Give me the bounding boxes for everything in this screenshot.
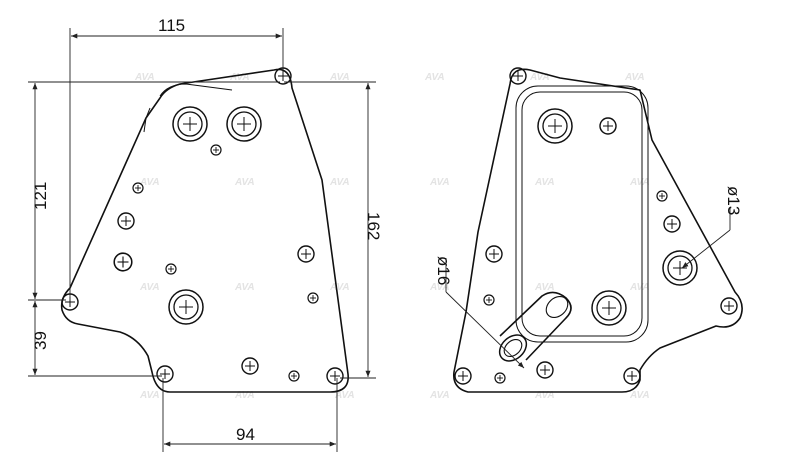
bolt-hole [297,245,315,263]
port-hole [226,106,262,142]
plate-port [591,290,627,326]
watermark: AVA [234,390,255,401]
port-hole [172,106,208,142]
watermark: AVA [234,177,255,188]
small-hole [494,372,506,384]
watermark: AVA [534,282,555,293]
watermark: AVA [429,282,450,293]
mounting-hole [720,297,738,315]
cooler-plate-inner [521,91,643,337]
watermark: AVA [329,72,350,83]
watermark: AVA [139,390,160,401]
cooler-plate-outer [515,85,649,343]
bolt-hole [663,215,681,233]
right-dimensions: ø16 ø13 [434,186,743,369]
watermark: AVA [424,72,445,83]
dimension-height-right: 162 [364,212,383,240]
dimension-diameter-port: ø13 [724,186,743,215]
watermark: AVA [624,72,645,83]
plate-port [537,108,573,144]
watermark: AVA [334,390,355,401]
small-hole [210,144,222,156]
plate-hole [599,117,617,135]
mounting-hole [454,367,472,385]
bolt-hole [113,252,133,272]
watermark: AVA [629,177,650,188]
bolt-hole [117,212,135,230]
watermark: AVA [329,282,350,293]
watermark: AVA [629,390,650,401]
watermark: AVA [429,390,450,401]
small-hole [132,182,144,194]
left-view [60,67,349,393]
small-hole [288,370,300,382]
watermark: AVA [234,282,255,293]
watermark: AVA [139,282,160,293]
left-view-inner-contour [143,83,233,133]
small-hole [483,294,495,306]
watermark: AVA [139,177,160,188]
watermark: AVA [134,72,155,83]
right-view [452,67,743,393]
watermark: AVA [329,177,350,188]
bolt-hole [485,245,503,263]
dimension-width-top: 115 [158,16,185,35]
watermark: AVA [629,282,650,293]
watermark: AVA [534,390,555,401]
small-hole [165,263,177,275]
watermark: AVA [534,177,555,188]
watermarks: AVA AVA AVA AVA AVA AVA AVA AVA AVA AVA … [134,72,650,401]
dimension-diameter-inlet: ø16 [434,256,453,285]
left-dimensions: 115 121 39 162 94 [28,16,383,452]
watermark: AVA [529,72,550,83]
dimension-height-bottom-left: 39 [31,331,50,350]
dimension-height-left: 121 [31,182,50,210]
bolt-hole [536,361,554,379]
mounting-hole [326,367,344,385]
right-view-outline [452,68,743,393]
bolt-hole [241,357,259,375]
mounting-hole [623,367,641,385]
mounting-hole [156,365,174,383]
port-13 [662,250,698,286]
left-view-outline [60,68,349,393]
small-hole [656,190,668,202]
inlet-pipe [498,291,572,362]
port-hole [168,289,204,325]
dimension-width-bottom: 94 [236,425,255,444]
small-hole [307,292,319,304]
watermark: AVA [229,72,250,83]
watermark: AVA [429,177,450,188]
